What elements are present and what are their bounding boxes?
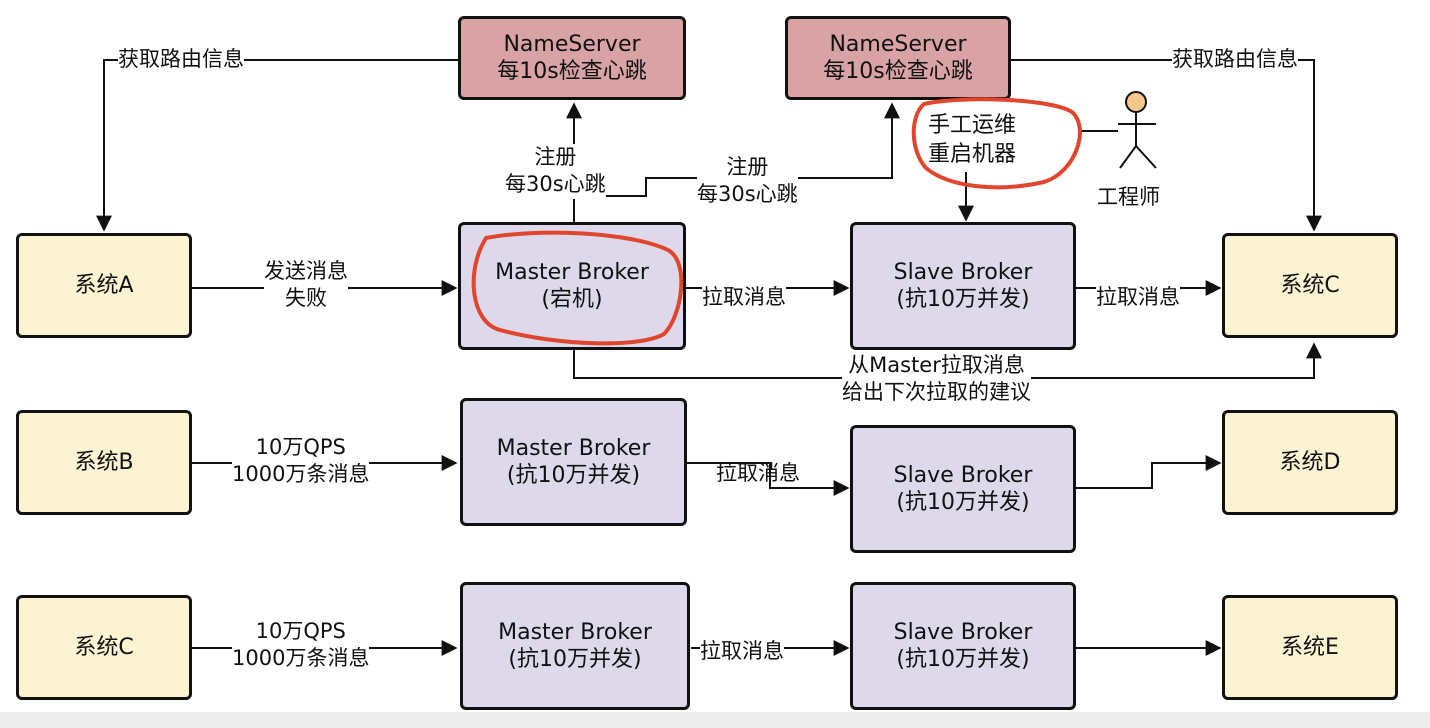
nameserver-box: NameServer 每10s检查心跳 <box>785 16 1011 100</box>
system-label: 系统C <box>74 634 134 660</box>
register-heartbeat-label: 注册 每30s心跳 <box>697 154 798 209</box>
broker-status: (抗10万并发) <box>506 463 641 488</box>
system-label: 系统D <box>1279 449 1341 475</box>
broker-status: (抗10万并发) <box>896 287 1030 312</box>
pull-label: 拉取消息 <box>700 638 784 666</box>
master-broker-box: Master Broker (抗10万并发) <box>460 398 687 526</box>
system-label: 系统C <box>1280 272 1340 298</box>
master-broker-box: Master Broker (抗10万并发) <box>460 582 690 710</box>
nameserver-box: NameServer 每10s检查心跳 <box>458 16 686 100</box>
broker-title: Slave Broker <box>893 259 1033 285</box>
row2-pull-line <box>687 462 850 496</box>
engineer-label: 工程师 <box>1097 184 1160 212</box>
system-label: 系统B <box>74 449 134 475</box>
broker-title: Master Broker <box>498 619 652 645</box>
system-box: 系统D <box>1222 410 1398 515</box>
row2-out-line <box>1076 455 1222 489</box>
pull-label: 拉取消息 <box>716 461 800 485</box>
nameserver-heartbeat: 每10s检查心跳 <box>823 59 973 84</box>
register-heartbeat-label: 注册 每30s心跳 <box>505 144 606 199</box>
pull-label: 拉取消息 <box>1096 284 1180 312</box>
manual-ops-label: 手工运维 重启机器 <box>928 112 1017 170</box>
send-label: 发送消息 失败 <box>264 258 348 313</box>
system-box: 系统B <box>16 410 192 515</box>
route-right-line <box>1010 59 1322 232</box>
system-box: 系统C <box>1222 233 1398 338</box>
pull-from-master-label: 从Master拉取消息 给出下次拉取的建议 <box>842 352 1031 407</box>
send-label: 10万QPS 1000万条消息 <box>232 618 370 673</box>
broker-title: Master Broker <box>496 435 651 461</box>
system-label: 系统A <box>74 272 134 298</box>
master-broker-box: Master Broker (宕机) <box>458 222 686 350</box>
slave-broker-box: Slave Broker (抗10万并发) <box>850 425 1076 553</box>
send-label: 10万QPS 1000万条消息 <box>232 434 370 489</box>
pull-label: 拉取消息 <box>702 284 786 312</box>
system-label: 系统E <box>1281 634 1339 660</box>
route-info-label: 获取路由信息 <box>118 46 244 74</box>
broker-status: (宕机) <box>541 287 603 312</box>
slave-broker-box: Slave Broker (抗10万并发) <box>850 582 1076 710</box>
register-2-line <box>573 102 900 222</box>
broker-status: (抗10万并发) <box>508 647 642 672</box>
bottom-strip <box>0 712 1430 728</box>
broker-title: Master Broker <box>495 259 649 285</box>
system-box: 系统C <box>16 595 192 700</box>
nameserver-title: NameServer <box>503 31 641 57</box>
system-box: 系统E <box>1222 595 1398 700</box>
broker-status: (抗10万并发) <box>896 647 1030 672</box>
broker-status: (抗10万并发) <box>896 490 1030 515</box>
engineer-figure <box>1118 91 1157 169</box>
broker-title: Slave Broker <box>893 619 1033 645</box>
slave-broker-box: Slave Broker (抗10万并发) <box>850 222 1076 350</box>
route-left-line <box>96 59 458 232</box>
nameserver-title: NameServer <box>829 31 967 57</box>
system-box: 系统A <box>16 233 192 338</box>
route-info-label: 获取路由信息 <box>1172 46 1298 74</box>
nameserver-heartbeat: 每10s检查心跳 <box>497 59 647 84</box>
engineer-head <box>1125 91 1147 113</box>
broker-title: Slave Broker <box>893 462 1033 488</box>
